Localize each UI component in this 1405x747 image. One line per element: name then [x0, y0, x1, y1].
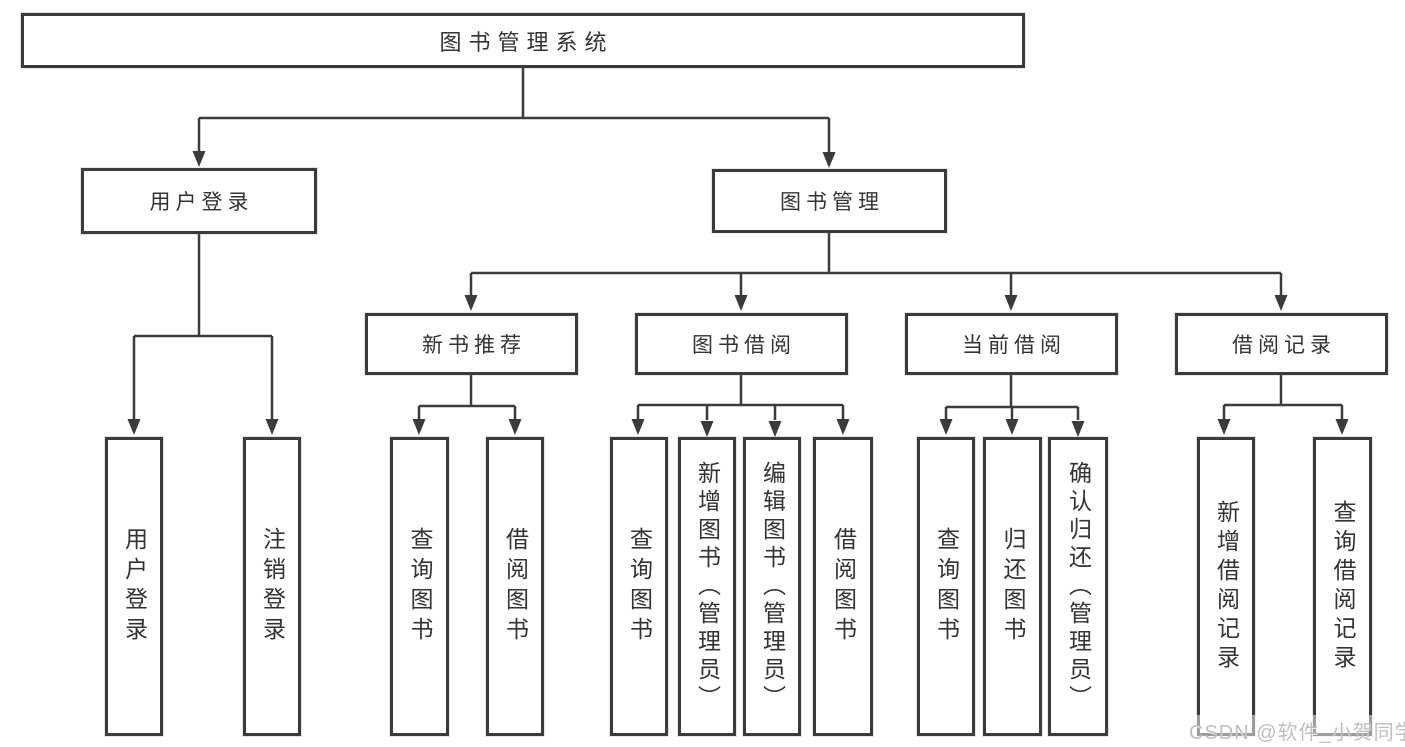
node-new-book-recommend: 新书推荐 [365, 313, 578, 375]
node-book-management: 图书管理 [712, 169, 947, 233]
down-arrowhead [768, 421, 782, 437]
node-leaf-newbook-borrow-book: 借阅图书 [486, 437, 544, 736]
node-leaf-borrow-query-book: 查询图书 [610, 437, 668, 736]
node-root: 图书管理系统 [21, 13, 1025, 68]
connector-userlogin-to-leaves [132, 234, 274, 420]
node-leaf-user-login: 用户登录 [105, 437, 163, 736]
node-leaf-current-return-book: 归还图书 [983, 437, 1042, 736]
node-leaf-record-add-record: 新增借阅记录 [1197, 437, 1255, 736]
down-arrowhead [734, 295, 748, 311]
connector-root-to-level2 [197, 68, 831, 153]
node-leaf-current-query-book: 查询图书 [917, 437, 975, 736]
node-book-borrow: 图书借阅 [635, 313, 848, 375]
node-leaf-newbook-query-book: 查询图书 [390, 437, 449, 736]
connector-record-to-leaves [1222, 375, 1344, 420]
connector-newbook-to-leaves [417, 375, 517, 420]
node-leaf-borrow-edit-book-admin: 编辑图书（管理员） [743, 437, 801, 736]
down-arrowhead [412, 419, 426, 435]
down-arrowhead [192, 151, 206, 167]
node-current-borrow: 当前借阅 [905, 313, 1118, 375]
down-arrowhead [939, 419, 953, 435]
down-arrowhead [836, 419, 850, 435]
down-arrowhead [700, 421, 714, 437]
down-arrowhead [464, 295, 478, 311]
down-arrowhead [1217, 419, 1231, 435]
down-arrowhead [631, 419, 645, 435]
node-borrow-record: 借阅记录 [1175, 313, 1388, 375]
watermark-text: CSDN @软件_小贺同学 [1186, 715, 1405, 746]
down-arrowhead [127, 419, 141, 435]
node-user-login: 用户登录 [81, 168, 317, 234]
node-leaf-record-query-record: 查询借阅记录 [1313, 437, 1372, 736]
down-arrowhead [1335, 419, 1349, 435]
node-leaf-borrow-add-book-admin: 新增图书（管理员） [678, 437, 736, 736]
connector-mgmt-to-level3 [469, 233, 1283, 296]
down-arrowhead [1274, 295, 1288, 311]
node-leaf-logout: 注销登录 [243, 437, 301, 736]
node-leaf-current-confirm-return-admin: 确认归还（管理员） [1048, 437, 1108, 736]
connector-borrow-to-leaves [636, 375, 845, 420]
down-arrowhead [1004, 295, 1018, 311]
down-arrowhead [508, 419, 522, 435]
down-arrowhead [265, 419, 279, 435]
connector-current-to-leaves [944, 375, 1080, 420]
down-arrowhead [822, 152, 836, 168]
node-leaf-borrow-borrow-book: 借阅图书 [813, 437, 873, 736]
down-arrowhead [1005, 419, 1019, 435]
down-arrowhead [1071, 421, 1085, 437]
